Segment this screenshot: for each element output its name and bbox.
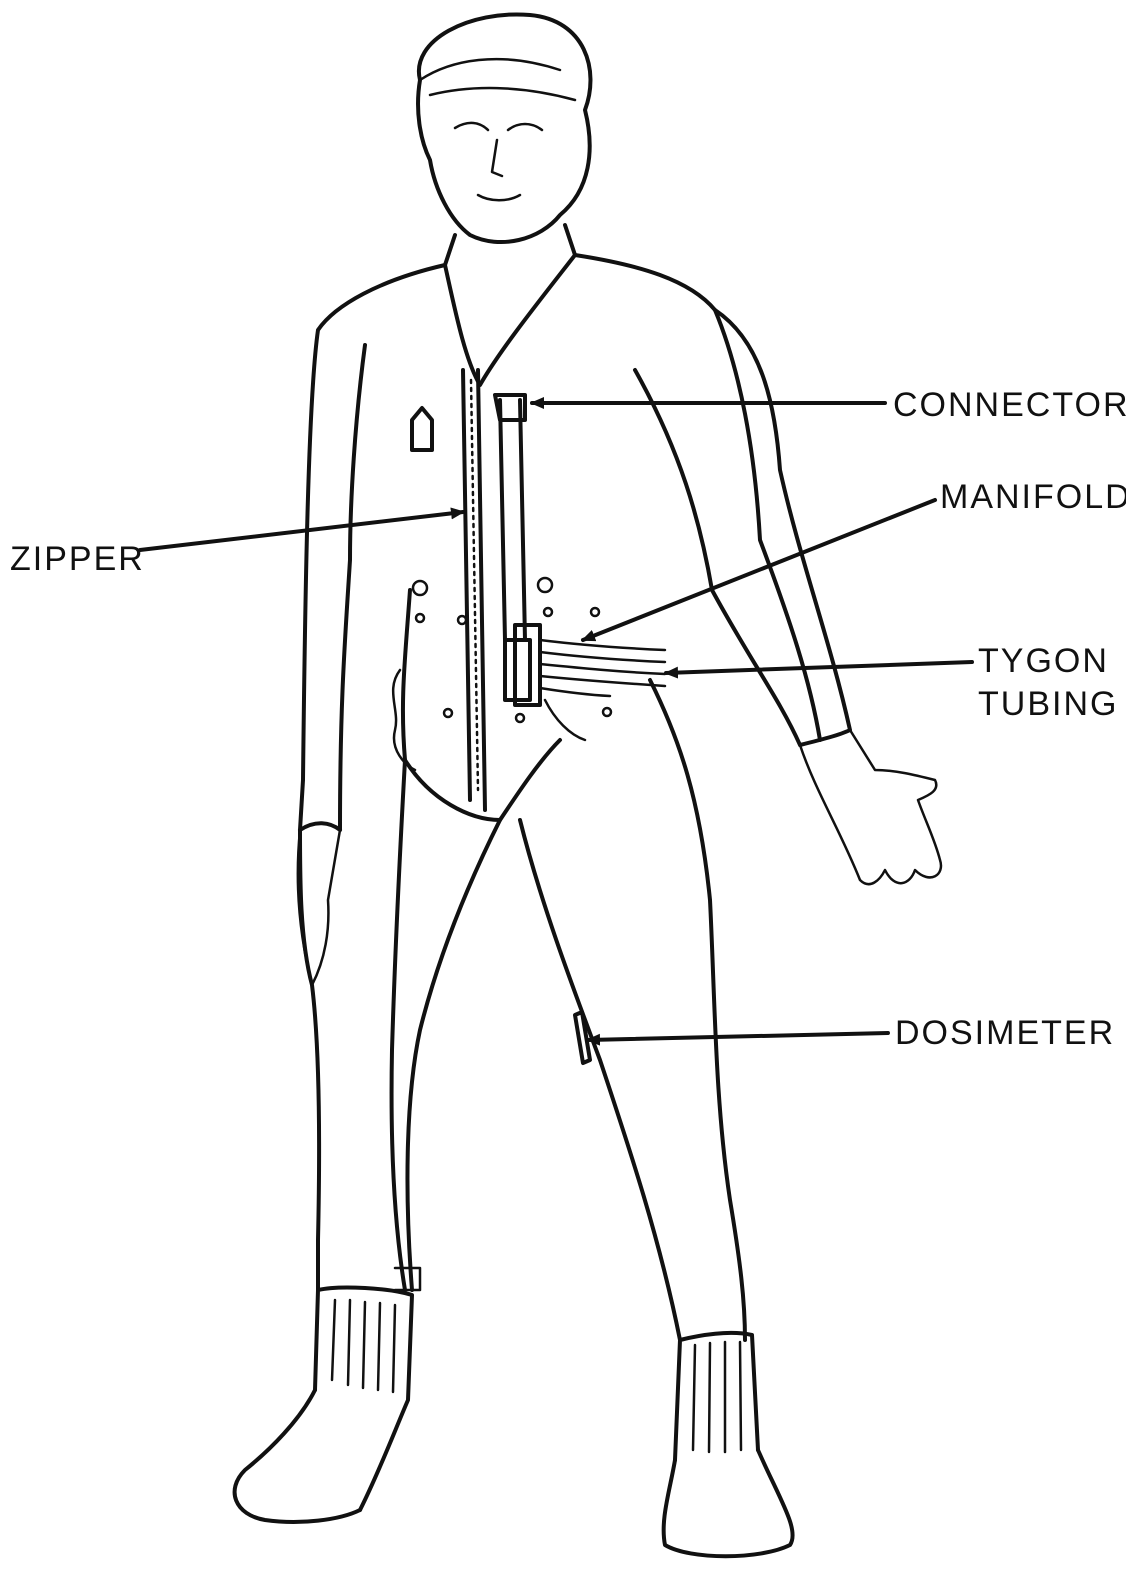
dosimeter-leader <box>588 1033 888 1040</box>
ankle-tab <box>395 1268 420 1290</box>
collar <box>445 255 575 385</box>
chest-patch <box>412 408 432 450</box>
label-tygon-line2: TUBING <box>978 685 1118 723</box>
dosimeter-patch <box>575 1012 590 1063</box>
left-foot <box>235 1390 360 1522</box>
eyes <box>455 123 542 130</box>
figure-drawing <box>235 14 941 1556</box>
label-manifold: MANIFOLD <box>940 478 1126 516</box>
right-foot <box>664 1450 793 1556</box>
left-leg <box>392 760 500 1290</box>
right-leg <box>520 680 745 1340</box>
left-hand <box>298 830 340 985</box>
right-sleeve <box>635 310 850 745</box>
zipper-teeth <box>471 380 478 790</box>
tygon-leader <box>666 662 972 673</box>
manifold-block <box>505 625 540 705</box>
label-dosimeter: DOSIMETER <box>895 1014 1115 1052</box>
label-zipper: ZIPPER <box>10 540 145 578</box>
tygon-bundle <box>540 640 665 740</box>
hair <box>420 59 575 100</box>
manifold-tube <box>495 395 525 640</box>
nose <box>492 140 502 176</box>
labels: CONNECTOR MANIFOLD ZIPPER TYGON TUBING D… <box>10 386 1126 1052</box>
label-connector: CONNECTOR <box>893 386 1126 424</box>
right-sock <box>675 1333 758 1460</box>
right-hand <box>800 730 941 884</box>
label-tygon-line1: TYGON <box>978 642 1109 680</box>
mouth <box>478 195 520 200</box>
head-outline <box>418 14 590 242</box>
zipper-leader <box>140 512 463 550</box>
suit-outline <box>300 255 820 1290</box>
